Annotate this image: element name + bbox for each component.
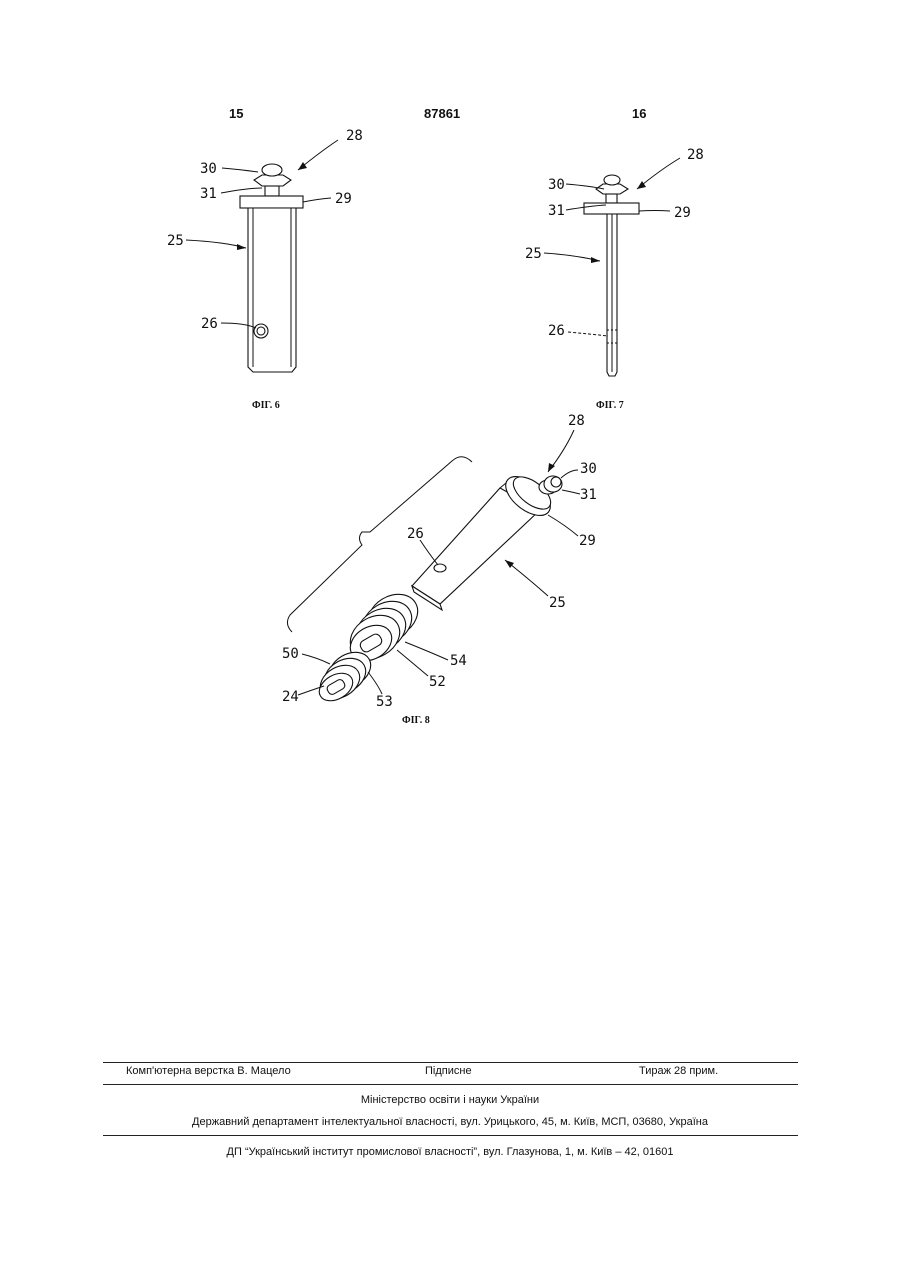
footer-rule-bottom xyxy=(103,1135,798,1136)
fig7-label: 26 xyxy=(548,323,565,339)
fig6-caption: ФІГ. 6 xyxy=(252,400,280,411)
fig8-caption: ФІГ. 8 xyxy=(402,715,430,726)
footer-layout-credit: Комп'ютерна верстка В. Мацело xyxy=(126,1065,291,1077)
footer-rule-top xyxy=(103,1062,798,1063)
fig6-label: 26 xyxy=(201,316,218,332)
fig8-label: 25 xyxy=(549,595,566,611)
fig6-label: 29 xyxy=(335,191,352,207)
fig7-flange xyxy=(584,203,639,214)
footer-institute: ДП “Український інститут промислової вла… xyxy=(0,1146,900,1158)
fig8-pin-hole xyxy=(434,564,446,572)
fig6-flange xyxy=(240,196,303,208)
fig6-label: 28 xyxy=(346,128,363,144)
footer-ministry: Міністерство освіти і науки України xyxy=(0,1094,900,1106)
fig6-knob-head xyxy=(254,175,291,186)
footer-rule-middle xyxy=(103,1084,798,1085)
fig7-label: 29 xyxy=(674,205,691,221)
footer-signed: Підписне xyxy=(425,1065,472,1077)
figure-7: 28 30 31 29 25 26 ФІГ. 7 xyxy=(525,147,704,411)
fig6-knob-cap xyxy=(262,164,282,176)
fig7-knob-cap xyxy=(604,175,620,185)
fig8-label: 31 xyxy=(580,487,597,503)
fig7-label: 30 xyxy=(548,177,565,193)
fig8-label: 30 xyxy=(580,461,597,477)
fig8-label: 29 xyxy=(579,533,596,549)
fig8-label: 54 xyxy=(450,653,467,669)
fig7-label: 28 xyxy=(687,147,704,163)
fig6-label: 31 xyxy=(200,186,217,202)
fig6-label: 30 xyxy=(200,161,217,177)
fig7-neck xyxy=(606,194,617,203)
fig8-label: 53 xyxy=(376,694,393,710)
fig8-label: 52 xyxy=(429,674,446,690)
fig7-label: 31 xyxy=(548,203,565,219)
fig8-label: 26 xyxy=(407,526,424,542)
fig8-label: 28 xyxy=(568,413,585,429)
footer-department: Державний департамент інтелектуальної вл… xyxy=(0,1116,900,1128)
fig7-label: 25 xyxy=(525,246,542,262)
figure-8: 28 30 31 29 26 25 50 54 52 24 53 ФІГ. 8 xyxy=(282,413,597,726)
figure-6: 28 30 31 29 25 26 ФІГ. 6 xyxy=(167,128,363,411)
fig6-neck xyxy=(265,186,279,196)
fig6-label: 25 xyxy=(167,233,184,249)
footer-circulation: Тираж 28 прим. xyxy=(639,1065,718,1077)
patent-drawings: 28 30 31 29 25 26 ФІГ. 6 28 30 31 29 25 … xyxy=(0,0,900,740)
fig6-pin-body xyxy=(248,208,296,372)
fig8-label: 24 xyxy=(282,689,299,705)
fig7-caption: ФІГ. 7 xyxy=(596,400,624,411)
fig8-label: 50 xyxy=(282,646,299,662)
